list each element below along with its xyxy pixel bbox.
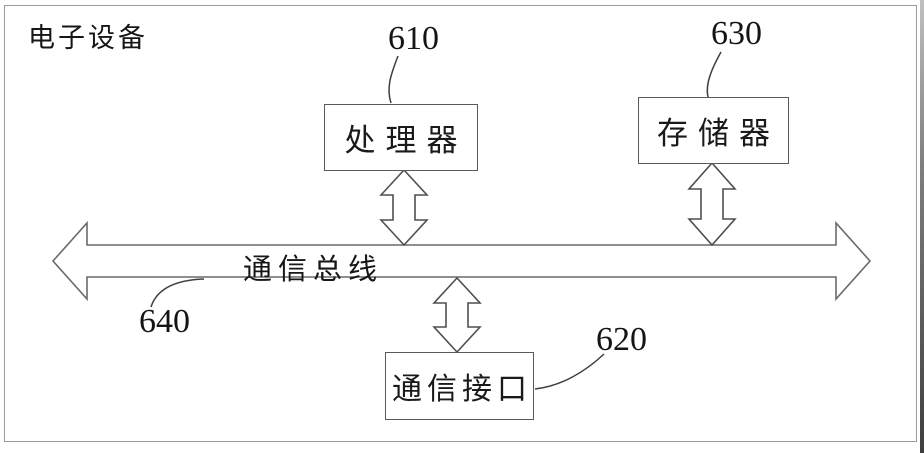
leader-line-620	[534, 353, 605, 390]
node-communication-interface: 通信接口	[385, 352, 534, 420]
ref-label-610: 610	[388, 20, 439, 57]
processor-bus-double-arrow-icon	[379, 168, 429, 247]
bus-interface-double-arrow-icon	[432, 276, 482, 354]
node-memory: 存储器	[638, 97, 789, 164]
ref-label-630: 630	[711, 15, 762, 52]
node-processor: 处理器	[324, 104, 478, 171]
memory-bus-double-arrow-icon	[687, 161, 737, 247]
leader-line-610	[388, 55, 399, 104]
device-label: 电子设备	[28, 23, 148, 53]
ref-label-620: 620	[596, 321, 647, 358]
node-processor-label: 处理器	[344, 123, 468, 158]
leader-line-640	[150, 278, 205, 308]
communication-bus-arrow	[51, 220, 872, 302]
leader-line-630	[706, 51, 722, 98]
bus-label: 通信总线	[243, 254, 384, 286]
image-edge-artifact	[920, 0, 924, 453]
node-memory-label: 存储器	[657, 116, 780, 151]
node-communication-interface-label: 通信接口	[392, 373, 532, 406]
ref-label-640: 640	[139, 303, 190, 340]
